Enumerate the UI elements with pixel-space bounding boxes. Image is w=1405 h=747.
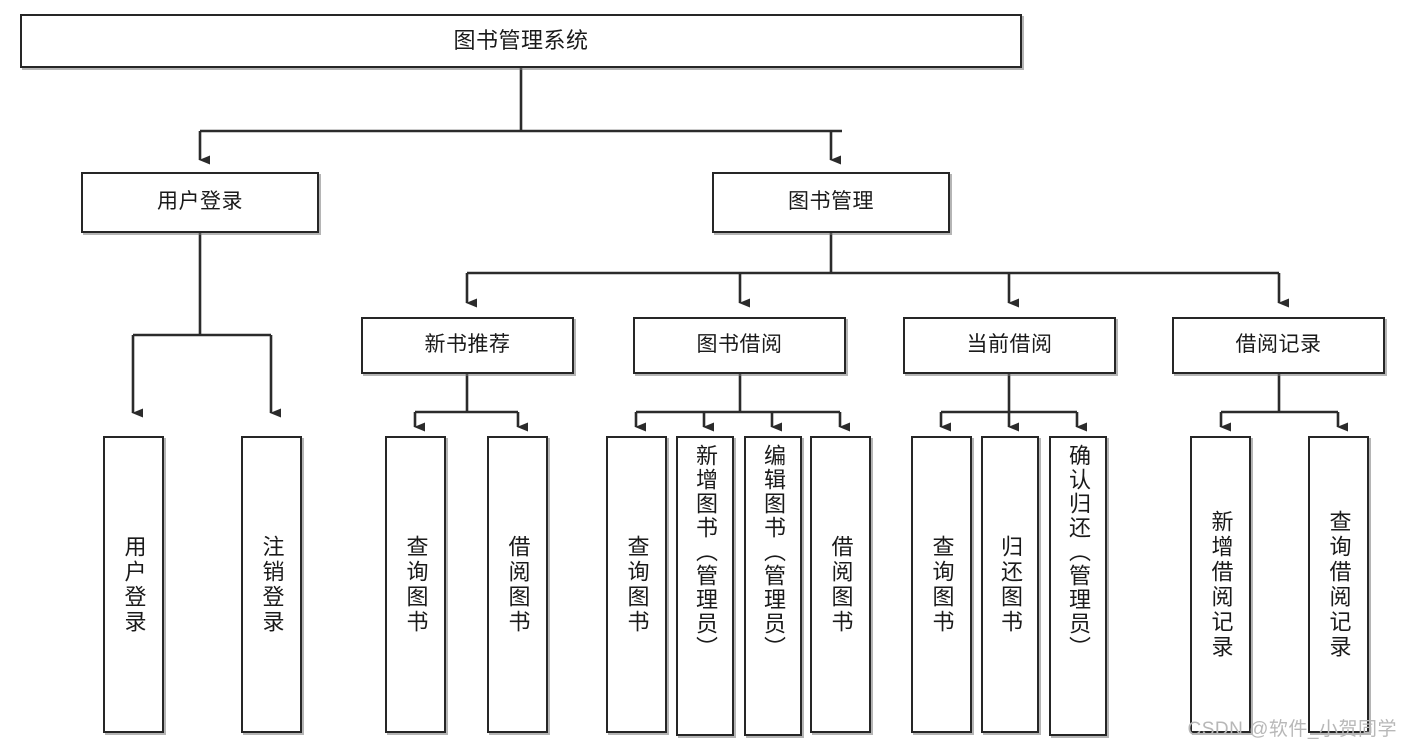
leaf-borrow-record-add[interactable]: 新增借阅记录 [1190,436,1251,733]
node-book-management[interactable]: 图书管理 [712,172,950,233]
node-label: 用户登录 [121,534,147,635]
leaf-new-book-borrow[interactable]: 借阅图书 [487,436,548,733]
leaf-current-borrow-query[interactable]: 查询图书 [911,436,972,733]
node-label: 图书借阅 [696,333,783,357]
node-label: 注销登录 [259,534,285,635]
node-user-login[interactable]: 用户登录 [81,172,319,233]
leaf-user-login-login[interactable]: 用户登录 [103,436,164,733]
leaf-book-borrow-query[interactable]: 查询图书 [606,436,667,733]
leaf-book-borrow-borrow[interactable]: 借阅图书 [810,436,871,733]
node-borrow-record[interactable]: 借阅记录 [1172,317,1385,374]
node-label: 编辑图书（管理员） [761,444,786,660]
node-label: 借阅记录 [1235,333,1322,357]
leaf-user-login-logout[interactable]: 注销登录 [241,436,302,733]
node-label: 图书管理 [788,190,874,214]
leaf-new-book-query[interactable]: 查询图书 [385,436,446,733]
node-label: 新增图书（管理员） [693,444,718,660]
node-label: 查询借阅记录 [1326,509,1352,660]
leaf-book-borrow-edit-admin[interactable]: 编辑图书（管理员） [744,436,802,736]
node-label: 用户登录 [157,190,243,214]
node-current-borrow[interactable]: 当前借阅 [903,317,1116,374]
node-label: 借阅图书 [828,534,854,635]
watermark-text: CSDN @软件_小贺同学 [1187,719,1397,740]
node-label: 查询图书 [624,534,650,635]
node-label: 新增借阅记录 [1208,509,1234,660]
node-new-book-recommend[interactable]: 新书推荐 [361,317,574,374]
node-label: 新书推荐 [424,333,511,357]
node-label: 归还图书 [998,534,1023,635]
leaf-current-borrow-confirm-admin[interactable]: 确认归还（管理员） [1049,436,1107,736]
leaf-borrow-record-query[interactable]: 查询借阅记录 [1308,436,1369,733]
node-root-system[interactable]: 图书管理系统 [20,14,1022,68]
node-label: 图书管理系统 [453,28,589,54]
leaf-book-borrow-add-admin[interactable]: 新增图书（管理员） [676,436,734,736]
node-label: 确认归还（管理员） [1066,444,1091,660]
node-label: 当前借阅 [966,333,1053,357]
node-label: 借阅图书 [505,534,531,635]
node-book-borrow[interactable]: 图书借阅 [633,317,846,374]
leaf-current-borrow-return[interactable]: 归还图书 [981,436,1039,733]
node-label: 查询图书 [929,534,955,635]
node-label: 查询图书 [403,534,429,635]
